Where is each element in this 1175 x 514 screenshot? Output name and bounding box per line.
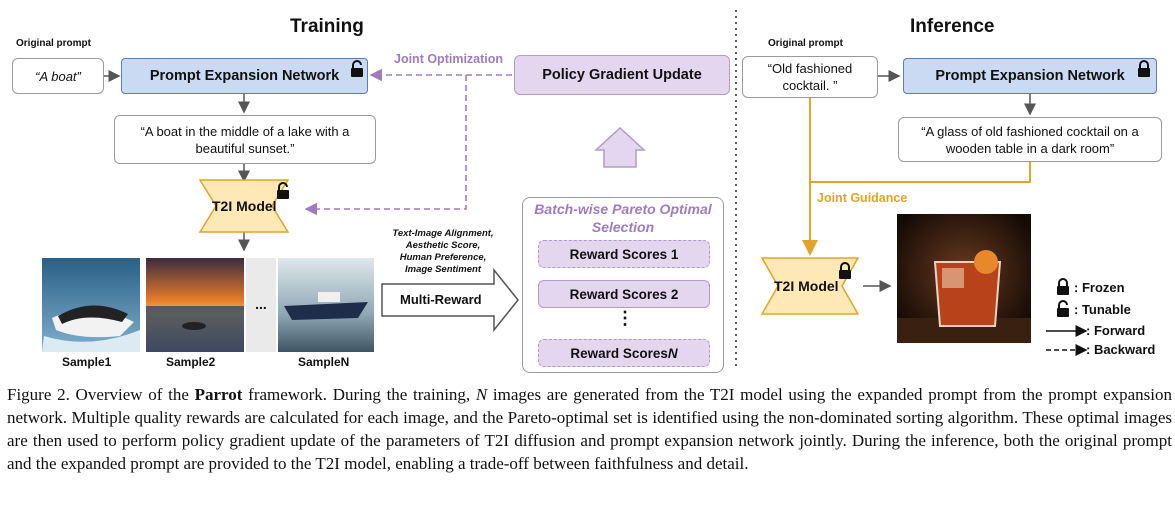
t2i-inference-shape [760, 257, 860, 315]
caption-bold: Parrot [194, 385, 243, 404]
sample-ellipsis: ... [255, 296, 267, 312]
caption-part1: framework. During the training, [242, 385, 476, 404]
joint-guidance-label: Joint Guidance [817, 191, 908, 205]
training-original-prompt-label: Original prompt [16, 38, 91, 49]
pareto-title: Batch-wise Pareto Optimal Selection [534, 201, 712, 235]
sample1-image [42, 258, 140, 352]
training-original-prompt: “A boat” [12, 58, 104, 94]
training-t2i-model-label: T2I Model [212, 198, 277, 214]
t2i-training-shape [198, 179, 290, 233]
sample1-label: Sample1 [62, 355, 112, 369]
reward-vdots: ⋮ [616, 308, 634, 328]
legend-backward: : Backward [1086, 342, 1156, 357]
samplen-label: SampleN [298, 355, 350, 369]
reward-scores-1: Reward Scores 1 [538, 240, 710, 268]
criterion-preference: Human Preference, [399, 252, 487, 263]
caption-prefix: Figure 2. Overview of the [7, 385, 195, 404]
caption-italic-n: N [475, 385, 488, 404]
legend-lock-icon [1057, 278, 1069, 295]
legend-unlock-icon [1057, 300, 1069, 317]
diagram-connectors [42, 10, 1088, 368]
unlock-icon [351, 60, 363, 77]
reward-scores-2: Reward Scores 2 [538, 280, 710, 308]
pareto-selection-panel [522, 197, 724, 373]
guidance-expanded-line [810, 162, 1031, 183]
dashed-to-t2i [304, 75, 467, 216]
reward-criteria: Text-Image Alignment, Aesthetic Score, H… [378, 228, 508, 276]
sample2-image [146, 258, 244, 352]
reward-scores-n: Reward Scores N [538, 339, 710, 367]
legend-tunable: : Tunable [1074, 302, 1131, 317]
ellipsis-panel [246, 258, 276, 352]
inference-original-prompt-label: Original prompt [768, 38, 843, 49]
inference-expanded-prompt: “A glass of old fashioned cocktail on a … [898, 117, 1162, 162]
criterion-aesthetic: Aesthetic Score, [405, 240, 481, 251]
up-arrow-shape [594, 126, 646, 168]
multi-reward-label: Multi-Reward [400, 292, 482, 307]
criterion-sentiment: Image Sentiment [404, 264, 482, 275]
legend-forward: : Forward [1086, 323, 1146, 338]
criterion-alignment: Text-Image Alignment, [392, 228, 494, 239]
inference-title: Inference [910, 16, 995, 37]
inference-pen-label: Prompt Expansion Network [935, 68, 1125, 84]
inference-prompt-expansion-network: Prompt Expansion Network [903, 58, 1157, 94]
inference-original-prompt: “Old fashioned cocktail. ” [742, 56, 878, 98]
legend-frozen: : Frozen [1074, 280, 1125, 295]
multi-reward-arrow-shape [381, 267, 519, 333]
cocktail-image [897, 214, 1031, 343]
caption-rest: images are generated from the T2I model … [7, 385, 1173, 473]
unlock-icon [277, 182, 289, 199]
sample2-label: Sample2 [166, 355, 216, 369]
lock-icon [1138, 60, 1150, 77]
inference-t2i-model-label: T2I Model [774, 278, 839, 294]
samplen-image [278, 258, 374, 352]
figure-caption: Figure 2. Overview of the Parrot framewo… [7, 383, 1172, 475]
lock-icon [839, 262, 851, 279]
training-title: Training [290, 16, 364, 37]
training-expanded-prompt: “A boat in the middle of a lake with a b… [114, 115, 376, 164]
training-prompt-expansion-network: Prompt Expansion Network [121, 58, 368, 94]
joint-optimization-label: Joint Optimization [394, 52, 504, 66]
training-pen-label: Prompt Expansion Network [149, 68, 340, 84]
reward-scores-n-italic: N [667, 345, 678, 361]
policy-gradient-update: Policy Gradient Update [514, 55, 730, 95]
